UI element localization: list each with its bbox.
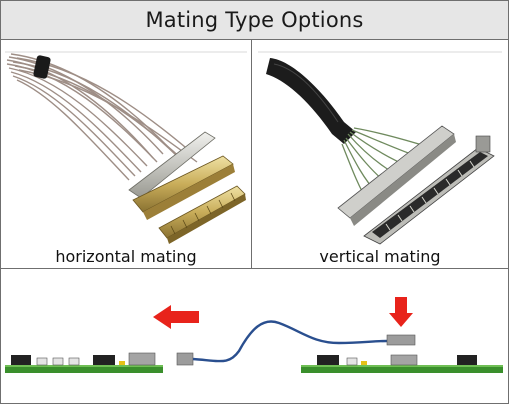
receptacle-end-cap (475, 135, 491, 153)
flex-cable (192, 320, 388, 363)
mating-direction-illustration (1, 269, 508, 403)
diagram-title: Mating Type Options (1, 1, 508, 40)
right-receptacle (390, 354, 418, 366)
mating-diagram (5, 297, 503, 373)
cable-band (33, 55, 51, 79)
left-pcb-components (11, 352, 156, 366)
horizontal-mating-panel: horizontal mating (1, 40, 252, 268)
vertical-mating-caption: vertical mating (319, 247, 441, 266)
receptacle-slot (372, 152, 488, 238)
vertical-mating-panel: vertical mating (252, 40, 508, 268)
arrow-down-icon (389, 297, 413, 327)
right-pcb-components (317, 354, 477, 366)
section-divider (1, 268, 508, 269)
horizontal-mating-photo (5, 51, 247, 244)
left-pcb (5, 365, 163, 373)
braided-sleeve (266, 58, 356, 144)
arrow-left-icon (153, 305, 199, 329)
right-pcb (301, 365, 503, 373)
left-cable-connector (176, 352, 194, 366)
left-receptacle (128, 352, 156, 366)
right-cable-connector (386, 334, 416, 346)
vertical-cable-connector (337, 125, 455, 219)
horizontal-mating-caption: horizontal mating (55, 247, 197, 266)
receptacle-side (167, 194, 246, 244)
cable-connector-side (143, 164, 235, 220)
vertical-mating-photo (258, 51, 502, 245)
vertical-cable-connector-side (350, 134, 456, 226)
latch-bar (128, 131, 216, 199)
